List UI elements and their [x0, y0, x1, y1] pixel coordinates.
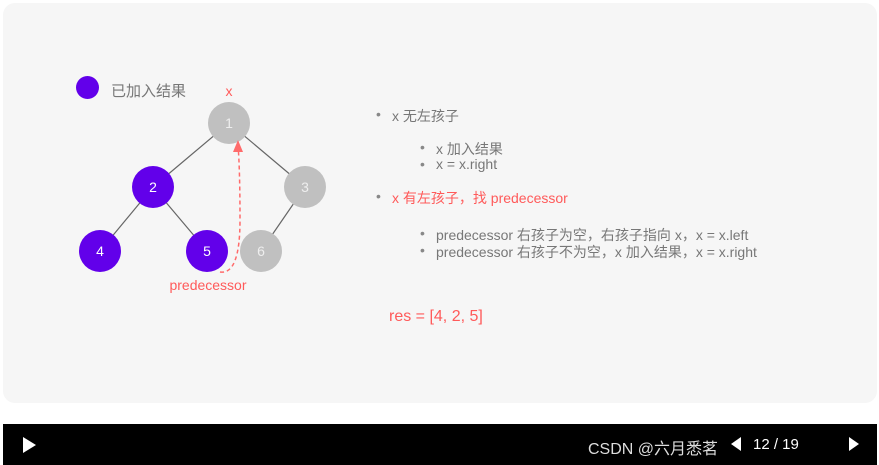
tree-node [240, 230, 282, 272]
tree-node-label: 2 [149, 179, 157, 195]
tree-node-label: 6 [257, 243, 265, 259]
tree-node [284, 166, 326, 208]
tree-node-label: 5 [203, 243, 211, 259]
tree-node [79, 230, 121, 272]
result-text: res = [4, 2, 5] [389, 308, 483, 325]
predecessor-thread-arrow [219, 144, 241, 273]
predecessor-label: predecessor [169, 277, 246, 293]
note-step: predecessor 右孩子为空，右孩子指向 x，x = x.left [420, 225, 748, 245]
note-step: x 加入结果 [420, 139, 503, 159]
arrow-head-icon [233, 140, 243, 152]
tree-node [208, 102, 250, 144]
prev-slide-button[interactable] [731, 437, 741, 451]
note-case1: x 无左孩子 [376, 106, 459, 126]
tree-node-label: 3 [301, 179, 309, 195]
legend-label: 已加入结果 [111, 83, 187, 100]
player-controls: CSDN @六月悉茗 12 / 19 [3, 424, 877, 465]
note-step: predecessor 右孩子不为空，x 加入结果，x = x.right [420, 242, 757, 262]
tree-node [132, 166, 174, 208]
page-indicator: 12 / 19 [753, 436, 799, 453]
next-slide-button[interactable] [849, 437, 859, 451]
binary-tree: 1 2 3 4 5 6 x predecessor [79, 83, 326, 293]
tree-node-label: 1 [225, 115, 233, 131]
legend-dot [76, 76, 99, 99]
pointer-label: x [226, 83, 233, 99]
note-step: x = x.right [420, 156, 497, 172]
csdn-watermark: CSDN @六月悉茗 [588, 441, 719, 458]
tree-node-label: 4 [96, 243, 104, 259]
tree-node [186, 230, 228, 272]
note-case2: x 有左孩子，找 predecessor [376, 188, 568, 208]
play-button[interactable] [23, 437, 36, 453]
